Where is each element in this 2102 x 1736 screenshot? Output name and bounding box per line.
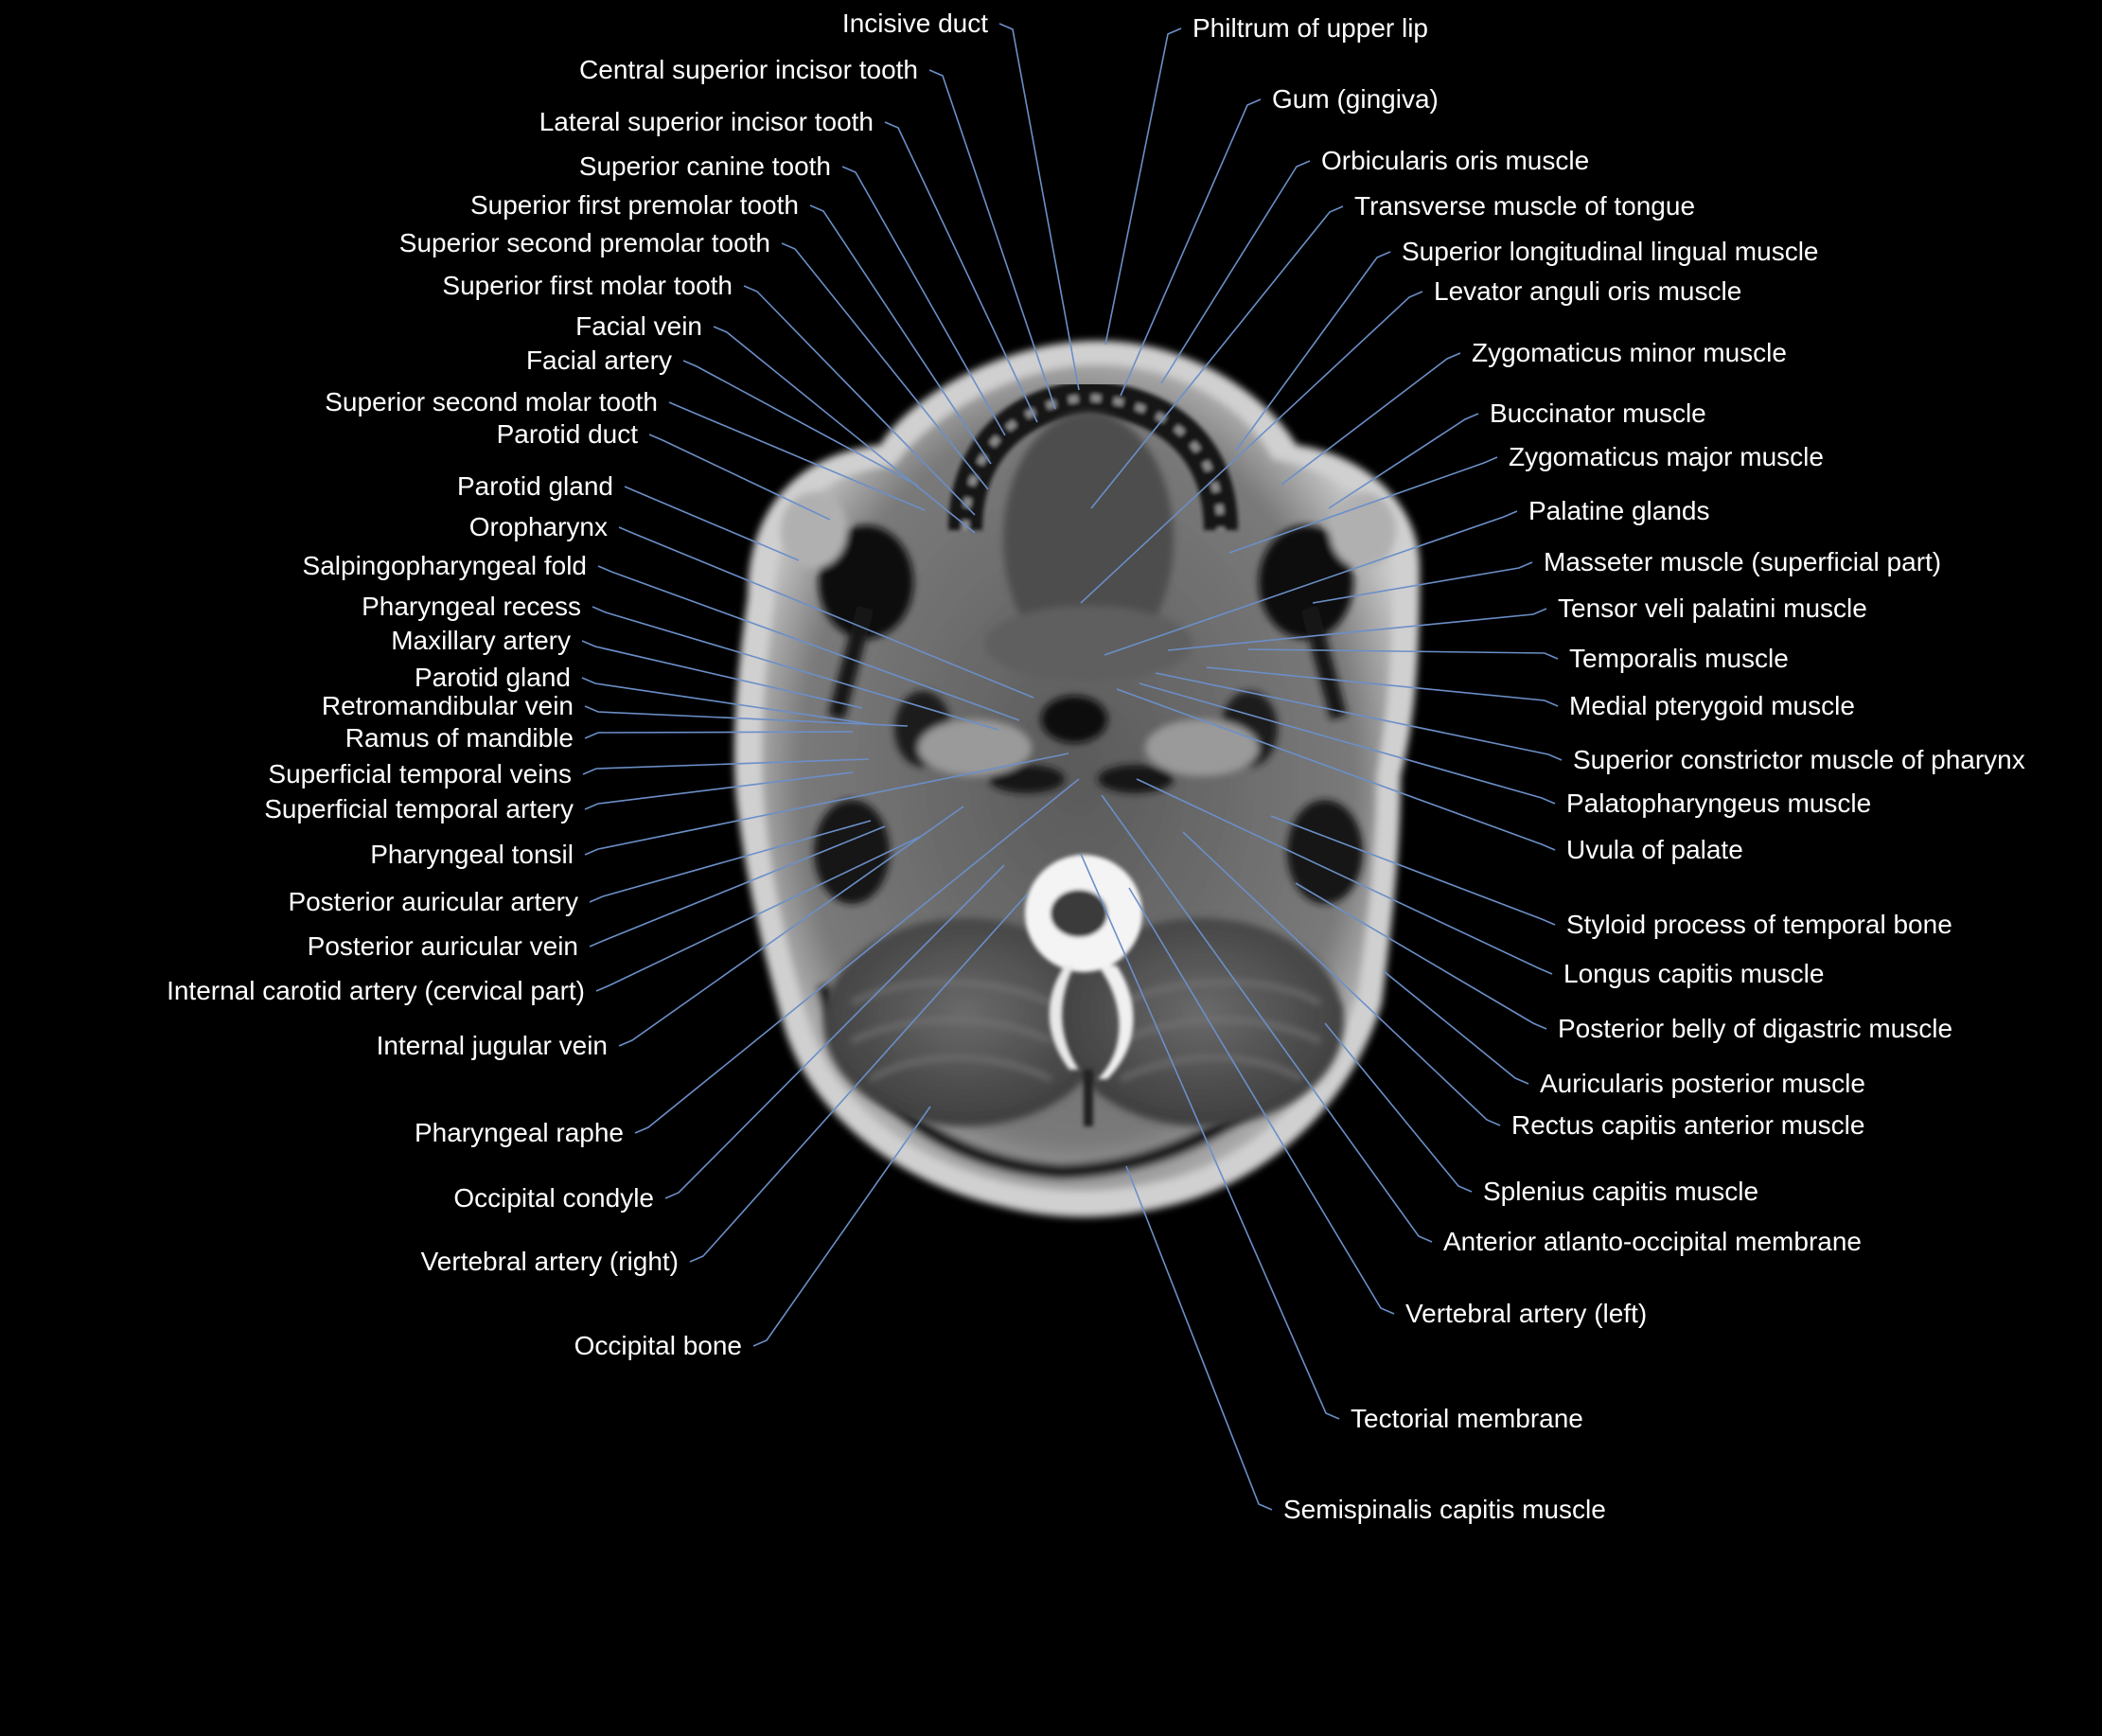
label-superficial-temporal-artery: Superficial temporal artery — [264, 794, 574, 824]
label-tectorial-membrane: Tectorial membrane — [1351, 1404, 1583, 1433]
label-internal-jugular-vein: Internal jugular vein — [376, 1031, 608, 1060]
label-parotid-duct: Parotid duct — [496, 419, 638, 449]
label-superior-first-premolar-tooth: Superior first premolar tooth — [469, 190, 799, 220]
label-orbicularis-oris-muscle: Orbicularis oris muscle — [1321, 146, 1590, 175]
label-occipital-bone: Occipital bone — [574, 1331, 742, 1360]
label-oropharynx: Oropharynx — [468, 512, 608, 541]
label-palatine-glands: Palatine glands — [1528, 496, 1710, 525]
label-central-superior-incisor-tooth: Central superior incisor tooth — [579, 55, 918, 84]
label-superior-first-molar-tooth: Superior first molar tooth — [442, 271, 733, 300]
label-transverse-muscle-of-tongue: Transverse muscle of tongue — [1354, 191, 1696, 221]
label-anterior-atlanto-occipital-membrane: Anterior atlanto-occipital membrane — [1443, 1227, 1862, 1256]
label-superior-constrictor-muscle-of-pharynx: Superior constrictor muscle of pharynx — [1573, 745, 2025, 774]
label-vertebral-artery-left: Vertebral artery (left) — [1405, 1299, 1648, 1328]
label-levator-anguli-oris-muscle: Levator anguli oris muscle — [1434, 276, 1742, 306]
label-pharyngeal-recess: Pharyngeal recess — [362, 592, 581, 621]
label-medial-pterygoid-muscle: Medial pterygoid muscle — [1569, 691, 1855, 720]
label-masseter-muscle-superficial-part: Masseter muscle (superficial part) — [1544, 547, 1942, 576]
label-parotid-gland: Parotid gland — [456, 471, 613, 501]
label-tensor-veli-palatini-muscle: Tensor veli palatini muscle — [1558, 593, 1867, 623]
label-palatopharyngeus-muscle: Palatopharyngeus muscle — [1566, 788, 1872, 818]
label-gum-gingiva: Gum (gingiva) — [1272, 84, 1439, 114]
label-temporalis-muscle: Temporalis muscle — [1569, 644, 1789, 673]
label-longus-capitis-muscle: Longus capitis muscle — [1563, 959, 1825, 988]
label-posterior-auricular-artery: Posterior auricular artery — [288, 887, 578, 916]
label-semispinalis-capitis-muscle: Semispinalis capitis muscle — [1283, 1495, 1606, 1524]
label-styloid-process-of-temporal-bone: Styloid process of temporal bone — [1566, 910, 1952, 939]
label-buccinator-muscle: Buccinator muscle — [1490, 399, 1706, 428]
label-retromandibular-vein: Retromandibular vein — [321, 691, 574, 720]
label-superficial-temporal-veins: Superficial temporal veins — [268, 759, 572, 788]
label-maxillary-artery: Maxillary artery — [391, 626, 571, 655]
label-philtrum-of-upper-lip: Philtrum of upper lip — [1192, 13, 1429, 43]
label-facial-vein: Facial vein — [575, 311, 702, 341]
label-uvula-of-palate: Uvula of palate — [1566, 835, 1743, 864]
label-lateral-superior-incisor-tooth: Lateral superior incisor tooth — [539, 107, 874, 136]
label-superior-second-molar-tooth: Superior second molar tooth — [325, 387, 658, 416]
label-zygomaticus-major-muscle: Zygomaticus major muscle — [1509, 442, 1824, 471]
label-internal-carotid-artery-cervical-part: Internal carotid artery (cervical part) — [167, 976, 585, 1005]
label-rectus-capitis-anterior-muscle: Rectus capitis anterior muscle — [1511, 1110, 1865, 1140]
label-ramus-of-mandible: Ramus of mandible — [344, 723, 574, 753]
label-pharyngeal-raphe: Pharyngeal raphe — [414, 1118, 624, 1147]
label-parotid-gland: Parotid gland — [414, 663, 571, 692]
label-auricularis-posterior-muscle: Auricularis posterior muscle — [1540, 1069, 1865, 1098]
label-incisive-duct: Incisive duct — [841, 9, 988, 38]
label-facial-artery: Facial artery — [525, 345, 672, 375]
label-posterior-auricular-vein: Posterior auricular vein — [307, 931, 578, 961]
label-splenius-capitis-muscle: Splenius capitis muscle — [1483, 1177, 1759, 1206]
label-occipital-condyle: Occipital condyle — [453, 1183, 654, 1213]
label-superior-canine-tooth: Superior canine tooth — [578, 151, 831, 181]
label-superior-second-premolar-tooth: Superior second premolar tooth — [398, 228, 770, 257]
label-salpingopharyngeal-fold: Salpingopharyngeal fold — [302, 551, 587, 580]
label-vertebral-artery-right: Vertebral artery (right) — [420, 1247, 679, 1276]
label-posterior-belly-of-digastric-muscle: Posterior belly of digastric muscle — [1558, 1014, 1953, 1043]
label-pharyngeal-tonsil: Pharyngeal tonsil — [370, 840, 574, 869]
label-superior-longitudinal-lingual-muscle: Superior longitudinal lingual muscle — [1402, 237, 1819, 266]
label-zygomaticus-minor-muscle: Zygomaticus minor muscle — [1472, 338, 1787, 367]
